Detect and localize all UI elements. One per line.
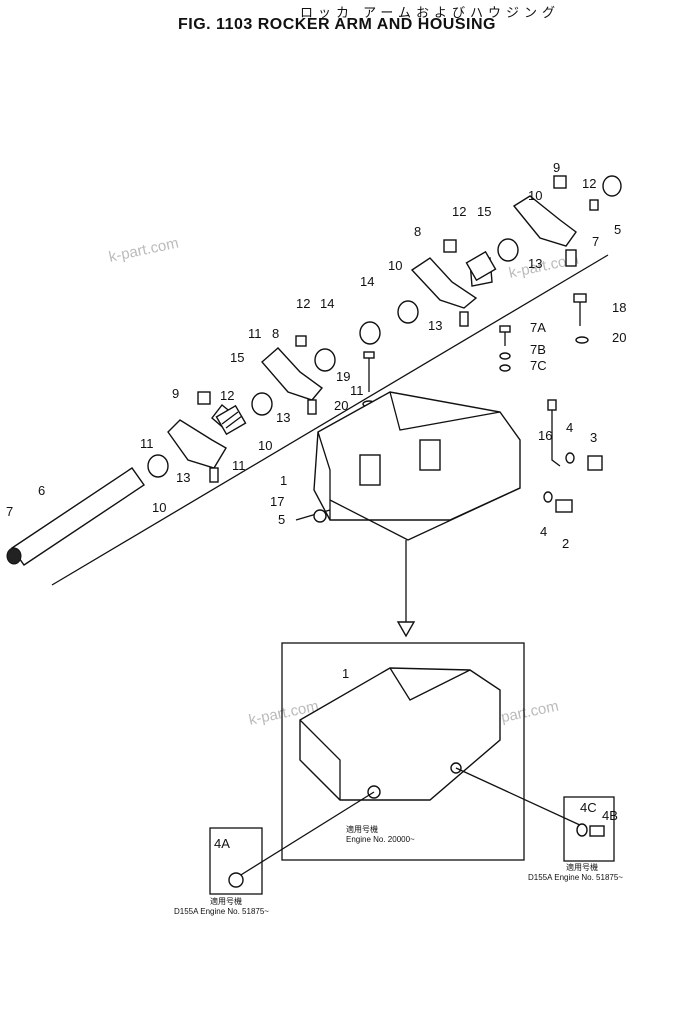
rocker-arm-group-1 <box>147 391 240 483</box>
figure-title: FIG. 1103 ROCKER ARM AND HOUSING <box>178 16 496 33</box>
callout-5: 5 <box>614 222 621 237</box>
callout-15: 15 <box>477 204 491 219</box>
callout-5: 5 <box>278 512 285 527</box>
spring-1 <box>215 404 247 436</box>
callout-10: 10 <box>388 258 402 273</box>
callout-20: 20 <box>334 398 348 413</box>
callout-7c: 7C <box>530 358 547 373</box>
note-line1: 適用号機 <box>566 862 598 872</box>
detail-frame-4b-4c <box>563 796 615 862</box>
callout-19: 19 <box>336 369 350 384</box>
watermark: k-part.com <box>107 235 180 266</box>
bolt-18 <box>573 293 589 344</box>
callout-7: 7 <box>592 234 599 249</box>
callout-8: 8 <box>414 224 421 239</box>
callout-20: 20 <box>612 330 626 345</box>
callout-3: 3 <box>590 430 597 445</box>
leader-4c <box>455 767 583 827</box>
callout-12: 12 <box>452 204 466 219</box>
callout-7a: 7A <box>530 320 546 335</box>
washer-4c <box>576 823 588 837</box>
callout-7: 7 <box>6 504 13 519</box>
callout-16: 16 <box>538 428 552 443</box>
callout-11: 11 <box>248 326 262 341</box>
callout-12: 12 <box>582 176 596 191</box>
bolt-7a <box>499 325 511 372</box>
callout-11: 11 <box>232 458 246 473</box>
rocker-arm-group-4 <box>512 175 622 267</box>
note-line2: D155A Engine No. 51875~ <box>528 873 623 882</box>
spring-2 <box>465 250 497 282</box>
callouts: 9 12 10 7 5 12 15 8 13 10 14 18 12 14 13… <box>6 160 626 851</box>
callout-11: 11 <box>140 436 154 451</box>
callout-17: 17 <box>270 494 284 509</box>
callout-8: 8 <box>272 326 279 341</box>
callout-13: 13 <box>176 470 190 485</box>
callout-9: 9 <box>172 386 179 401</box>
callout-14: 14 <box>320 296 334 311</box>
detail-frame-housing <box>281 642 525 861</box>
note-line2: Engine No. 20000~ <box>346 835 415 844</box>
rocker-arm-group-3 <box>410 238 519 327</box>
callout-4b: 4B <box>602 808 618 823</box>
callout-7b: 7B <box>530 342 546 357</box>
callout-13: 13 <box>428 318 442 333</box>
callout-12: 12 <box>220 388 234 403</box>
leader-4a <box>235 791 375 879</box>
callout-13: 13 <box>528 256 542 271</box>
rocker-shaft <box>6 467 145 566</box>
callout-6: 6 <box>38 483 45 498</box>
callout-10: 10 <box>258 438 272 453</box>
callout-10: 10 <box>528 188 542 203</box>
callout-1: 1 <box>342 666 349 681</box>
callout-11: 11 <box>350 383 364 398</box>
callout-13: 13 <box>276 410 290 425</box>
rocker-arm-group-2 <box>251 300 419 416</box>
callout-2: 2 <box>562 536 569 551</box>
callout-9: 9 <box>553 160 560 175</box>
callout-14: 14 <box>360 274 374 289</box>
note-line2: D155A Engine No. 51875~ <box>174 907 269 916</box>
title-japanese: ロッカ アームおよびハウジング <box>300 6 560 21</box>
callout-1: 1 <box>280 473 287 488</box>
note-line1: 適用号機 <box>210 896 242 906</box>
callout-10: 10 <box>152 500 166 515</box>
shaft-axis-line <box>51 254 609 586</box>
callout-4c: 4C <box>580 800 597 815</box>
callout-4: 4 <box>540 524 547 539</box>
callout-12: 12 <box>296 296 310 311</box>
callout-15: 15 <box>230 350 244 365</box>
rocker-housing-detail <box>299 667 501 801</box>
note-line1: 適用号機 <box>346 824 378 834</box>
callout-4: 4 <box>566 420 573 435</box>
detail-frame-4a <box>209 827 263 895</box>
detail-arrow <box>396 540 416 638</box>
rocker-housing-main <box>295 391 603 541</box>
callout-18: 18 <box>612 300 626 315</box>
callout-4a: 4A <box>214 836 230 851</box>
plug-4b <box>589 825 605 837</box>
plug-4a <box>228 872 244 888</box>
